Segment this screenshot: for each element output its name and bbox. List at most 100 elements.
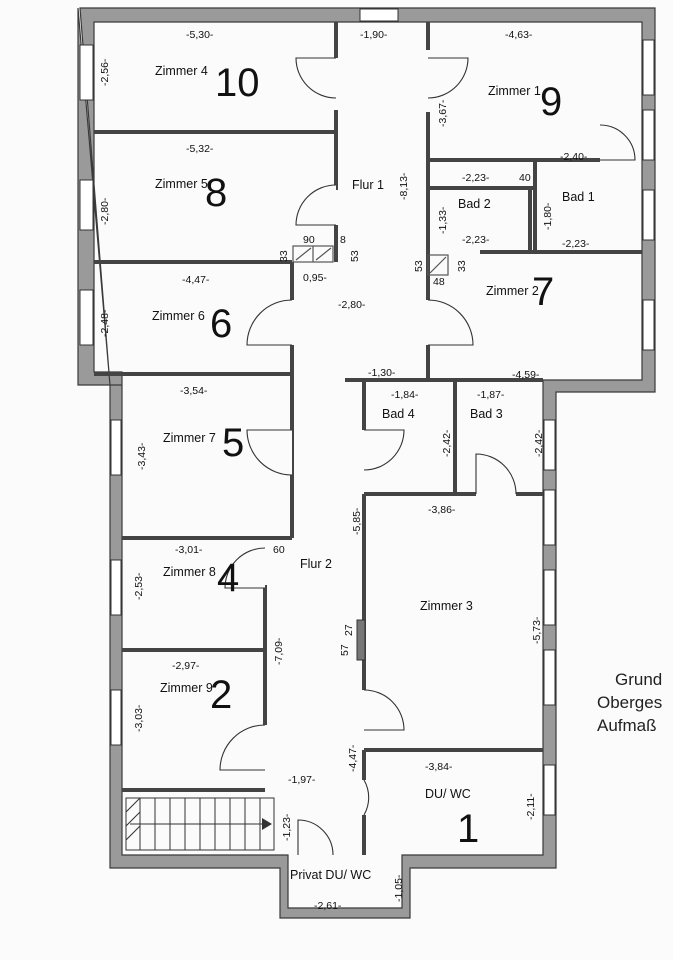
door-bad1[interactable] [599,124,636,161]
dim: -2,23- [462,172,490,184]
dim: -2,61- [314,900,342,912]
door-privat[interactable] [297,819,334,856]
room-number-9: 9 [540,80,562,124]
dim: -3,01- [175,544,203,556]
room-number-2: 2 [210,673,232,717]
door-zimmer9[interactable] [427,57,469,99]
room-number-6: 6 [210,302,232,346]
room-label-zimmer2: Zimmer 9 [160,681,213,695]
room-label-zimmer4: Zimmer 8 [163,565,216,579]
dim: 53 [413,260,425,272]
dim: -1,80- [542,202,554,230]
dim: -2,23- [462,234,490,246]
dim: 53 [349,250,361,262]
dim: -2,40- [560,151,588,163]
dim: -2,80- [338,299,366,311]
title-line-1: Grund [615,670,662,689]
room-label-zimmer7: Zimmer 2 [486,284,539,298]
door-zimmer8[interactable] [295,184,337,226]
door-duwc[interactable] [363,779,370,816]
dim: -2,23- [562,238,590,250]
dim: -1,97- [288,774,316,786]
title-line-2: Oberges [597,693,662,712]
room-number-8: 8 [205,171,227,215]
dim: -1,87- [477,389,505,401]
dim: -1,33- [437,206,449,234]
dim: -2,53- [133,572,145,600]
room-label-zimmer10: Zimmer 4 [155,64,208,78]
room-label-privat: Privat DU/ WC [290,868,371,882]
dim: 48 [433,276,445,288]
windows [79,8,655,816]
dim: -2,97- [172,660,200,672]
dim: -3,03- [133,704,145,732]
dim: -2,42- [441,429,453,457]
dim: 33 [278,250,290,262]
room-number-7: 7 [532,270,554,314]
dim: -5,85- [351,507,363,535]
dim: -2,56- [99,58,111,86]
dim: 60 [273,544,285,556]
room-label-bad3: Bad 3 [470,407,503,421]
dim: -5,32- [186,143,214,155]
room-number-10: 10 [215,61,260,105]
room-label-flur2: Flur 2 [300,557,332,571]
title-line-3: Aufmaß [597,716,657,735]
door-bad3[interactable] [475,453,517,495]
room-label-flur1: Flur 1 [352,178,384,192]
door-zimmer3[interactable] [363,689,405,731]
door-zimmer7[interactable] [427,299,474,346]
room-label-zimmer8: Zimmer 5 [155,177,208,191]
dim: -4,59- [512,369,540,381]
dim: -2,42- [533,429,545,457]
room-label-bad1: Bad 1 [562,190,595,204]
dim: -3,43- [136,442,148,470]
dim: -1,84- [391,389,419,401]
dim: -3,67- [437,99,449,127]
room-label-zimmer6: Zimmer 6 [152,309,205,323]
dim: -1,90- [360,29,388,41]
door-zimmer2[interactable] [219,724,266,771]
dim: -5,73- [531,616,543,644]
room-number-1: 1 [457,807,479,851]
room-number-5: 5 [222,421,244,465]
room-label-bad2: Bad 2 [458,197,491,211]
door-bad4[interactable] [363,429,405,471]
door-zimmer10[interactable] [295,57,337,99]
dim: -4,47- [347,744,359,772]
dim: -3,86- [428,504,456,516]
shafts [292,245,449,661]
doors [219,57,636,856]
staircase [125,797,275,851]
dim: 33 [456,260,468,272]
dim: -2,11- [525,793,537,820]
dim: -1,05- [393,874,405,902]
dim: 8 [340,234,346,246]
dim: 90 [303,234,315,246]
door-zimmer6[interactable] [246,299,293,346]
dim: -4,47- [182,274,210,286]
dim: -4,63- [505,29,533,41]
room-label-zimmer5: Zimmer 7 [163,431,216,445]
dim: 27 [343,624,355,636]
dim: -1,30- [368,367,396,379]
room-number-4: 4 [217,556,239,600]
dim: 40 [519,172,531,184]
outer-walls [77,7,656,919]
dim: -8,13- [398,172,410,200]
dim: -2,80- [99,197,111,225]
dim: -1,23- [281,813,293,841]
room-label-duwc: DU/ WC [425,787,471,801]
dim: 0,95- [303,272,327,284]
dim: 57 [339,644,351,656]
dim: -3,84- [425,761,453,773]
room-labels: Zimmer 4 10 Zimmer 1 9 Zimmer 5 8 Flur 1… [152,61,595,882]
interior-walls [94,22,642,855]
title-block: Grund Oberges Aufmaß [597,670,662,735]
dim: -5,30- [186,29,214,41]
door-zimmer4[interactable] [224,547,266,589]
dim: -7,09- [273,637,285,665]
dim: -3,54- [180,385,208,397]
door-zimmer5[interactable] [246,429,293,476]
